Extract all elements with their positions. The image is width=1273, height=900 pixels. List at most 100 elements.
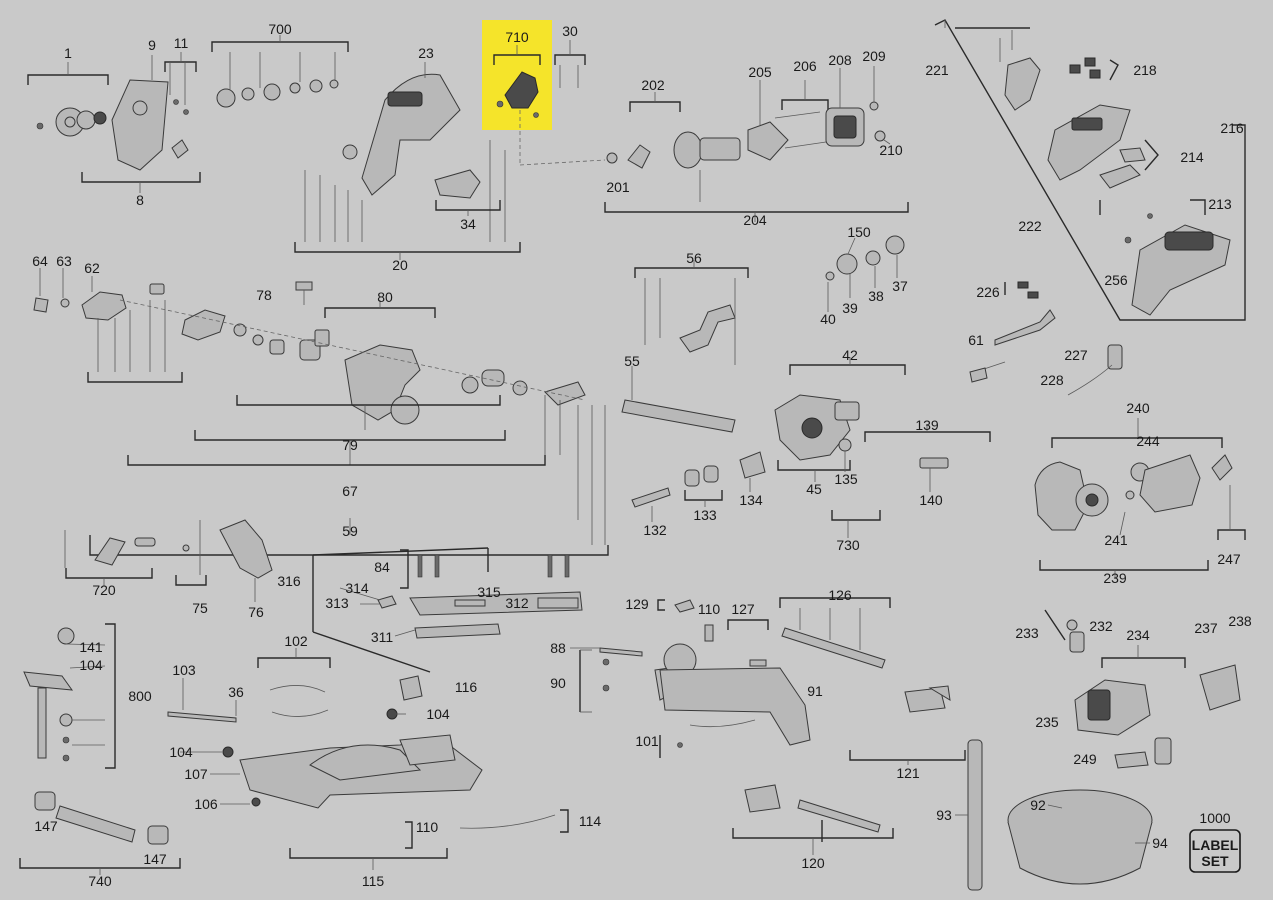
callout-239: 239 bbox=[1103, 570, 1127, 586]
callout-45: 45 bbox=[806, 481, 822, 497]
callout-139: 139 bbox=[915, 417, 939, 433]
callout-234: 234 bbox=[1126, 627, 1150, 643]
callout-147b: 147 bbox=[143, 851, 167, 867]
callout-228: 228 bbox=[1040, 372, 1064, 388]
callout-221: 221 bbox=[925, 62, 949, 78]
callout-206: 206 bbox=[793, 58, 817, 74]
callout-210: 210 bbox=[879, 142, 903, 158]
callout-labels: 1 8 9 11 700 23 710 30 20 34 202 205 206… bbox=[32, 21, 1252, 889]
callout-92: 92 bbox=[1030, 797, 1046, 813]
callout-240: 240 bbox=[1126, 400, 1150, 416]
callout-216: 216 bbox=[1220, 120, 1244, 136]
callout-222: 222 bbox=[1018, 218, 1042, 234]
callout-36: 36 bbox=[228, 684, 244, 700]
callout-107: 107 bbox=[184, 766, 208, 782]
callout-218: 218 bbox=[1133, 62, 1157, 78]
callout-115: 115 bbox=[362, 873, 385, 889]
callout-1: 1 bbox=[64, 45, 72, 61]
callout-140: 140 bbox=[919, 492, 943, 508]
callout-233: 233 bbox=[1015, 625, 1039, 641]
callout-104a: 104 bbox=[79, 657, 103, 673]
group-56-55 bbox=[621, 260, 749, 433]
callout-79: 79 bbox=[342, 437, 358, 453]
callout-9: 9 bbox=[148, 37, 156, 53]
callout-76: 76 bbox=[248, 604, 264, 620]
callout-141: 141 bbox=[79, 639, 103, 655]
callout-204: 204 bbox=[743, 212, 767, 228]
callout-311: 311 bbox=[371, 629, 394, 645]
callout-55: 55 bbox=[624, 353, 640, 369]
callout-710[interactable]: 710 bbox=[505, 29, 529, 45]
callout-37: 37 bbox=[892, 278, 908, 294]
group-upper-housing bbox=[294, 62, 606, 260]
group-720-76 bbox=[64, 519, 273, 602]
group-150 bbox=[825, 235, 905, 312]
callout-209: 209 bbox=[862, 48, 886, 64]
callout-235: 235 bbox=[1035, 714, 1059, 730]
group-bag-hose: LABEL SET bbox=[955, 739, 1241, 891]
group-rail-left bbox=[33, 268, 609, 556]
group-table bbox=[570, 597, 966, 855]
group-233-249 bbox=[1044, 609, 1241, 769]
callout-78: 78 bbox=[256, 287, 272, 303]
group-lower-guard bbox=[1034, 418, 1246, 577]
callout-39: 39 bbox=[842, 300, 858, 316]
callout-256: 256 bbox=[1104, 272, 1128, 288]
highlight-710[interactable] bbox=[482, 20, 552, 130]
callout-84: 84 bbox=[374, 559, 390, 575]
callout-106: 106 bbox=[194, 796, 218, 812]
callout-75: 75 bbox=[192, 600, 208, 616]
callout-62: 62 bbox=[84, 260, 100, 276]
callout-110a: 110 bbox=[698, 601, 721, 617]
callout-34: 34 bbox=[460, 216, 476, 232]
callout-11: 11 bbox=[174, 35, 189, 51]
callout-313: 313 bbox=[325, 595, 349, 611]
group-710-30 bbox=[493, 40, 586, 118]
callout-134: 134 bbox=[739, 492, 763, 508]
callout-132: 132 bbox=[643, 522, 667, 538]
callout-67: 67 bbox=[342, 483, 358, 499]
callout-232: 232 bbox=[1089, 618, 1113, 634]
callout-127: 127 bbox=[731, 601, 755, 617]
group-base bbox=[167, 648, 569, 870]
callout-205: 205 bbox=[748, 64, 772, 80]
callout-1000: 1000 bbox=[1199, 810, 1230, 826]
callout-213: 213 bbox=[1208, 196, 1232, 212]
callout-730: 730 bbox=[836, 537, 860, 553]
callout-40: 40 bbox=[820, 311, 836, 327]
callout-740: 740 bbox=[88, 873, 112, 889]
callout-61: 61 bbox=[968, 332, 984, 348]
callout-38: 38 bbox=[868, 288, 884, 304]
group-fence bbox=[312, 547, 583, 673]
callout-104c: 104 bbox=[169, 744, 193, 760]
group-740 bbox=[19, 791, 181, 875]
callout-23: 23 bbox=[418, 45, 434, 61]
callout-226: 226 bbox=[976, 284, 1000, 300]
callout-20: 20 bbox=[392, 257, 408, 273]
label-set-badge bbox=[1189, 829, 1241, 873]
callout-93: 93 bbox=[936, 807, 952, 823]
callout-244: 244 bbox=[1136, 433, 1160, 449]
callout-59: 59 bbox=[342, 523, 358, 539]
callout-133: 133 bbox=[693, 507, 717, 523]
callout-202: 202 bbox=[641, 77, 665, 93]
callout-312: 312 bbox=[505, 595, 529, 611]
callout-102: 102 bbox=[284, 633, 308, 649]
label-set-line1: LABEL bbox=[1192, 837, 1239, 853]
callout-64: 64 bbox=[32, 253, 48, 269]
callout-91: 91 bbox=[807, 683, 823, 699]
label-set-line2: SET bbox=[1201, 853, 1229, 869]
callout-103: 103 bbox=[172, 662, 196, 678]
callout-800: 800 bbox=[128, 688, 152, 704]
group-pivot bbox=[631, 357, 991, 538]
group-handle bbox=[934, 19, 1246, 396]
callout-241: 241 bbox=[1104, 532, 1128, 548]
callout-227: 227 bbox=[1064, 347, 1088, 363]
callout-121: 121 bbox=[896, 765, 920, 781]
callout-208: 208 bbox=[828, 52, 852, 68]
callout-129: 129 bbox=[625, 596, 649, 612]
callout-314: 314 bbox=[345, 580, 369, 596]
callout-135: 135 bbox=[834, 471, 858, 487]
group-800 bbox=[23, 623, 116, 769]
